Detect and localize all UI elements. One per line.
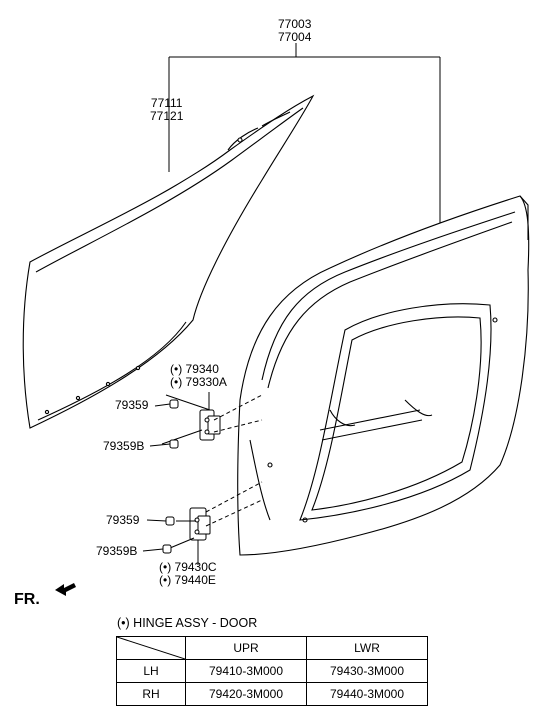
lower-hinge — [169, 481, 263, 565]
callout-77121: 77121 — [150, 109, 184, 123]
callout-79359b-upper: 79359B — [103, 439, 145, 453]
table-cell-lwr: 79430-3M000 — [306, 659, 428, 683]
front-arrow-icon — [55, 583, 76, 596]
hinge-part-table: UPR LWR LH 79410-3M000 79430-3M000 RH 79… — [116, 636, 428, 706]
callout-77004: 77004 — [278, 30, 312, 44]
diagonal-divider — [117, 637, 185, 659]
callout-outer-panel: 77111 77121 — [150, 97, 183, 123]
table-row: RH 79420-3M000 79440-3M000 — [116, 682, 428, 706]
callout-door-assy: 77003 77004 — [278, 18, 311, 44]
callout-lwr-hinge-parts: (•) 79430C (•) 79440E — [159, 561, 217, 587]
callout-79440e: (•) 79440E — [159, 573, 216, 587]
table-row: LH 79410-3M000 79430-3M000 — [116, 659, 428, 683]
bolts — [162, 399, 179, 554]
inner-door-frame — [237, 195, 530, 556]
upper-hinge — [161, 392, 263, 445]
callout-79340: (•) 79340 — [170, 362, 219, 376]
callout-79359b-lower: 79359B — [96, 544, 138, 558]
callout-leaders — [142, 403, 171, 552]
table-cell-upr: 79420-3M000 — [185, 682, 307, 706]
callout-79330a: (•) 79330A — [170, 375, 227, 389]
callout-79359-lower: 79359 — [106, 513, 140, 527]
table-cell-upr: 79410-3M000 — [185, 659, 307, 683]
table-cell-side: LH — [116, 659, 186, 683]
callout-upr-hinge-parts: (•) 79340 (•) 79330A — [170, 363, 227, 389]
table-cell-side: RH — [116, 682, 186, 706]
callout-79359-upper: 79359 — [115, 398, 149, 412]
callout-79430c: (•) 79430C — [159, 560, 217, 574]
table-cell-lwr: 79440-3M000 — [306, 682, 428, 706]
outer-door-panel — [22, 94, 315, 429]
table-header-row: UPR LWR — [116, 636, 428, 660]
hinge-assy-legend: (•) HINGE ASSY - DOOR — [117, 616, 258, 630]
front-indicator-label: FR. — [14, 591, 40, 608]
table-corner-cell — [116, 636, 186, 660]
door-assy-leader — [168, 43, 441, 228]
table-header-lwr: LWR — [306, 636, 428, 660]
callout-77111: 77111 — [150, 96, 183, 110]
callout-77003: 77003 — [278, 17, 312, 31]
table-header-upr: UPR — [185, 636, 307, 660]
